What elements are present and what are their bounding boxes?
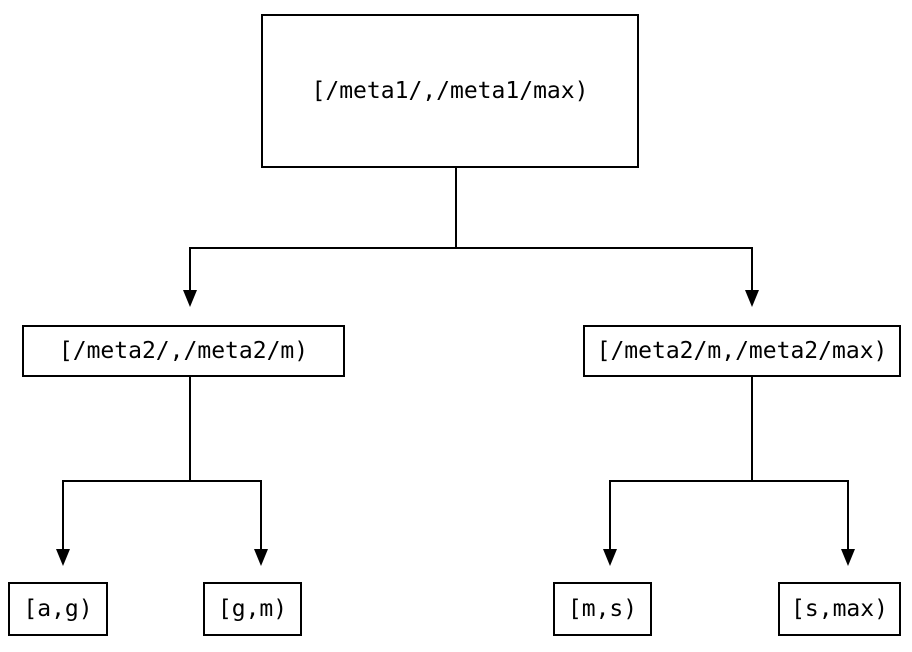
edge-mid-right-to-leaf-4: [751, 480, 849, 550]
edge-root-to-mid-right: [455, 247, 753, 291]
edge-mid-right-to-leaf-3: [609, 377, 753, 550]
node-mid-right: [/meta2/m,/meta2/max): [583, 325, 901, 377]
node-mid-left: [/meta2/,/meta2/m): [22, 325, 345, 377]
node-leaf-4: [s,max): [778, 582, 901, 636]
node-root-label: [/meta1/,/meta1/max): [311, 77, 589, 104]
node-leaf-4-label: [s,max): [791, 595, 888, 622]
node-mid-left-label: [/meta2/,/meta2/m): [58, 337, 309, 364]
node-root: [/meta1/,/meta1/max): [261, 14, 639, 168]
node-leaf-3: [m,s): [553, 582, 652, 636]
arrowhead-mid-right: [745, 290, 759, 307]
arrowhead-mid-left: [183, 290, 197, 307]
node-leaf-1-label: [a,g): [23, 595, 93, 622]
arrowhead-leaf-1: [56, 549, 70, 566]
arrowhead-leaf-4: [841, 549, 855, 566]
node-leaf-3-label: [m,s): [567, 595, 638, 622]
node-leaf-2: [g,m): [203, 582, 302, 636]
arrowhead-leaf-3: [603, 549, 617, 566]
node-leaf-2-label: [g,m): [217, 595, 288, 622]
node-mid-right-label: [/meta2/m,/meta2/max): [596, 337, 888, 364]
node-leaf-1: [a,g): [8, 582, 108, 636]
edge-mid-left-to-leaf-2: [189, 480, 262, 550]
arrowhead-leaf-2: [254, 549, 268, 566]
edge-mid-left-to-leaf-1: [62, 377, 191, 550]
edge-root-to-mid-left: [189, 168, 457, 291]
